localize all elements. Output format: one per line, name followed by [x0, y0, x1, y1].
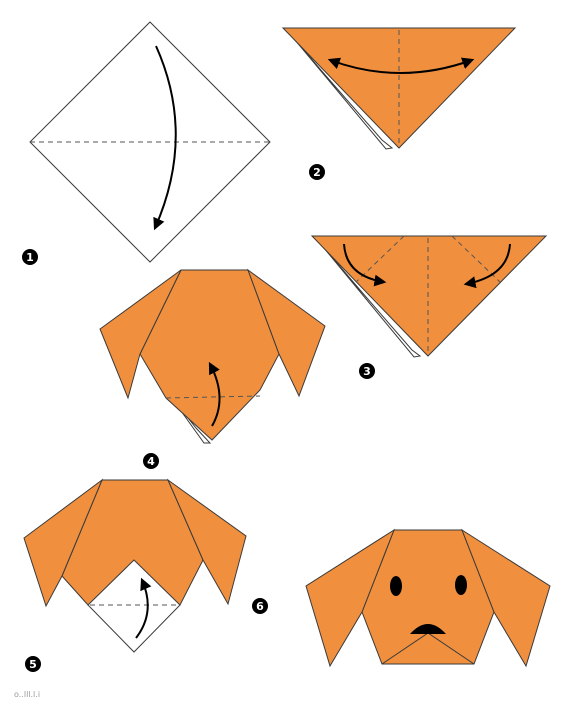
step-2-diagram: 2: [283, 28, 515, 180]
step-5-number: 5: [29, 658, 37, 671]
step-3-number: 3: [363, 365, 371, 378]
step-3-diagram: 3: [312, 236, 546, 379]
step-4-diagram: 4: [100, 270, 325, 469]
step-6-diagram: 6: [252, 530, 550, 666]
step-6-number: 6: [256, 600, 264, 613]
paper-triangle: [312, 236, 546, 356]
step-1-number: 1: [26, 251, 34, 264]
step-1-diagram: 1: [22, 22, 270, 265]
step-2-number: 2: [313, 166, 321, 179]
left-eye: [390, 576, 402, 596]
right-eye: [455, 575, 467, 595]
footer-caption: o..lll.l.i: [14, 690, 40, 699]
step-4-number: 4: [147, 455, 155, 468]
step-5-diagram: 5: [24, 480, 246, 672]
